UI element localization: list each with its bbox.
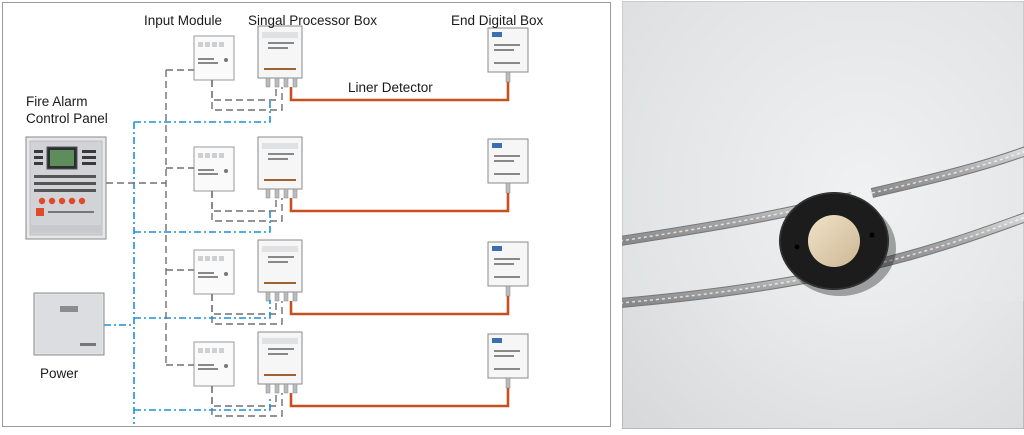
zone-4 (193, 331, 529, 417)
power-bus-lines (104, 100, 271, 424)
signal-processor-box (257, 331, 303, 394)
signal-processor-box (257, 136, 303, 199)
label-end-digital-box: End Digital Box (451, 13, 544, 28)
detector-photo (622, 1, 1024, 429)
module-signal-wire (211, 191, 277, 212)
module-return-wire (211, 386, 283, 417)
label-power: Power (40, 366, 79, 381)
input-module (193, 35, 235, 81)
module-return-wire (211, 80, 283, 111)
end-digital-box (487, 138, 529, 194)
signal-processor-box (257, 239, 303, 302)
zone-1 (193, 25, 529, 111)
module-signal-wire (211, 294, 277, 315)
signal-processor-box (257, 25, 303, 88)
module-return-wire (211, 294, 283, 325)
module-return-wire (211, 191, 283, 222)
sensor-window (808, 215, 860, 267)
label-input-module: Input Module (144, 13, 223, 28)
label-control-panel: Control Panel (26, 111, 108, 126)
power-supply-box (33, 292, 105, 356)
input-module (193, 249, 235, 295)
end-digital-box (487, 27, 529, 83)
label-liner-detector: Liner Detector (348, 80, 433, 95)
zone-3 (193, 239, 529, 325)
input-module (193, 341, 235, 387)
zone-2 (193, 136, 529, 222)
sensor-disc (779, 192, 896, 296)
liner-detector-cable (289, 296, 510, 316)
module-signal-wire (211, 386, 277, 407)
module-signal-wire (211, 80, 277, 101)
end-digital-box (487, 241, 529, 297)
liner-detector-cable (289, 388, 510, 408)
panel-signal-bus (106, 69, 194, 366)
end-digital-box (487, 333, 529, 389)
fire-alarm-control-panel (25, 136, 107, 240)
label-fire-alarm: Fire Alarm (26, 94, 88, 109)
label-signal-processor-box: Singal Processor Box (248, 13, 378, 28)
input-module (193, 146, 235, 192)
liner-detector-cable (289, 193, 510, 213)
liner-detector-cable (289, 82, 510, 102)
